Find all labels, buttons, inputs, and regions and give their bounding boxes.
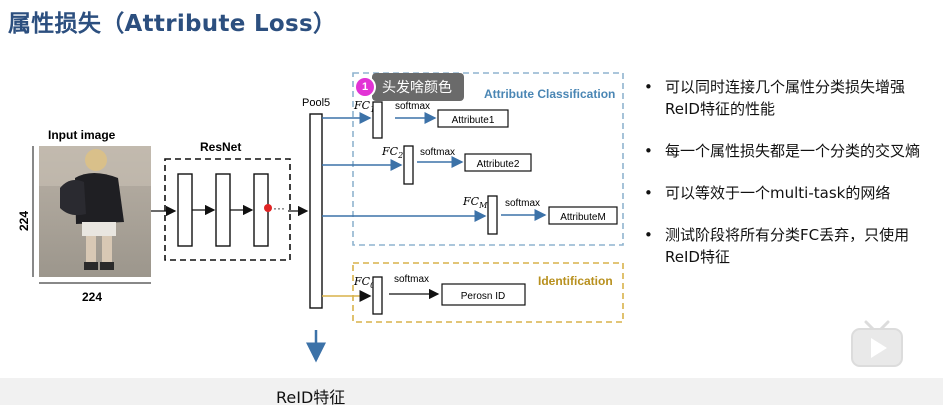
bullet-text: 可以同时连接几个属性分类损失增强ReID特征的性能 bbox=[665, 78, 906, 118]
resnet-label: ResNet bbox=[200, 140, 241, 154]
pool5-label: Pool5 bbox=[302, 97, 330, 109]
fc1-bar bbox=[372, 101, 383, 139]
footer-bar bbox=[0, 378, 943, 405]
attributem-label: AttributeM bbox=[560, 212, 606, 223]
attribute2-box bbox=[464, 153, 532, 172]
attribute1-label: Attribute1 bbox=[452, 115, 495, 126]
resnet-layer-2 bbox=[215, 173, 231, 247]
attribute1-box bbox=[437, 109, 509, 128]
bullet-dot: • bbox=[644, 184, 653, 202]
attribute-classification-box bbox=[352, 72, 624, 246]
tooltip-text: 头发啥颜色 bbox=[372, 73, 464, 101]
bullet-text: 可以等效于一个multi-task的网络 bbox=[665, 184, 891, 202]
fcm-label: FCM bbox=[462, 195, 488, 210]
resnet-layer-1 bbox=[177, 173, 193, 247]
resnet-ellipsis: ··· bbox=[273, 201, 285, 215]
bullet-dot: • bbox=[644, 226, 653, 244]
annotation-tooltip[interactable]: 1 头发啥颜色 bbox=[356, 73, 464, 101]
fc0-bar bbox=[372, 276, 383, 315]
resnet-box bbox=[164, 158, 291, 261]
bullet-item: • 测试阶段将所有分类FC丢弃，只使用ReID特征 bbox=[640, 224, 936, 268]
reid-feature-label: ReID特征 bbox=[276, 388, 346, 407]
bullet-text: 测试阶段将所有分类FC丢弃，只使用ReID特征 bbox=[665, 226, 910, 266]
input-person-photo bbox=[39, 146, 151, 277]
slide-title: 属性损失（Attribute Loss） bbox=[8, 11, 337, 37]
bullet-item: • 可以同时连接几个属性分类损失增强ReID特征的性能 bbox=[640, 76, 936, 120]
tooltip-index-badge: 1 bbox=[356, 78, 374, 96]
bullet-list: • 可以同时连接几个属性分类损失增强ReID特征的性能 • 每一个属性损失都是一… bbox=[640, 76, 936, 288]
attribute2-label: Attribute2 bbox=[477, 159, 520, 170]
bullet-text: 每一个属性损失都是一个分类的交叉熵 bbox=[665, 142, 921, 160]
dimension-vertical: 224 bbox=[17, 211, 31, 231]
pool5-bar bbox=[309, 113, 323, 309]
bullet-item: • 可以等效于一个multi-task的网络 bbox=[640, 182, 936, 204]
fc2-bar bbox=[403, 145, 414, 185]
fc0-label: FC0 bbox=[353, 275, 375, 290]
red-pointer-dot bbox=[264, 204, 272, 212]
person-id-label: Perosn ID bbox=[461, 291, 505, 302]
bullet-dot: • bbox=[644, 78, 653, 96]
attributem-box bbox=[548, 206, 618, 225]
fc2-label: FC2 bbox=[381, 145, 403, 160]
softmax-label-1: softmax bbox=[395, 101, 430, 112]
input-image-label: Input image bbox=[48, 128, 116, 142]
fc1-label: FC1 bbox=[353, 99, 375, 114]
softmax-label-0: softmax bbox=[394, 274, 429, 285]
softmax-label-2: softmax bbox=[420, 147, 455, 158]
softmax-label-m: softmax bbox=[505, 198, 540, 209]
bullet-dot: • bbox=[644, 142, 653, 160]
identification-title: Identification bbox=[538, 274, 613, 288]
play-icon[interactable] bbox=[846, 318, 908, 370]
fcm-bar bbox=[487, 195, 498, 235]
person-id-box bbox=[441, 283, 526, 306]
identification-box bbox=[352, 262, 624, 323]
bullet-item: • 每一个属性损失都是一个分类的交叉熵 bbox=[640, 140, 936, 162]
dimension-horizontal: 224 bbox=[82, 290, 102, 304]
attribute-classification-title: Attribute Classification bbox=[484, 87, 615, 101]
